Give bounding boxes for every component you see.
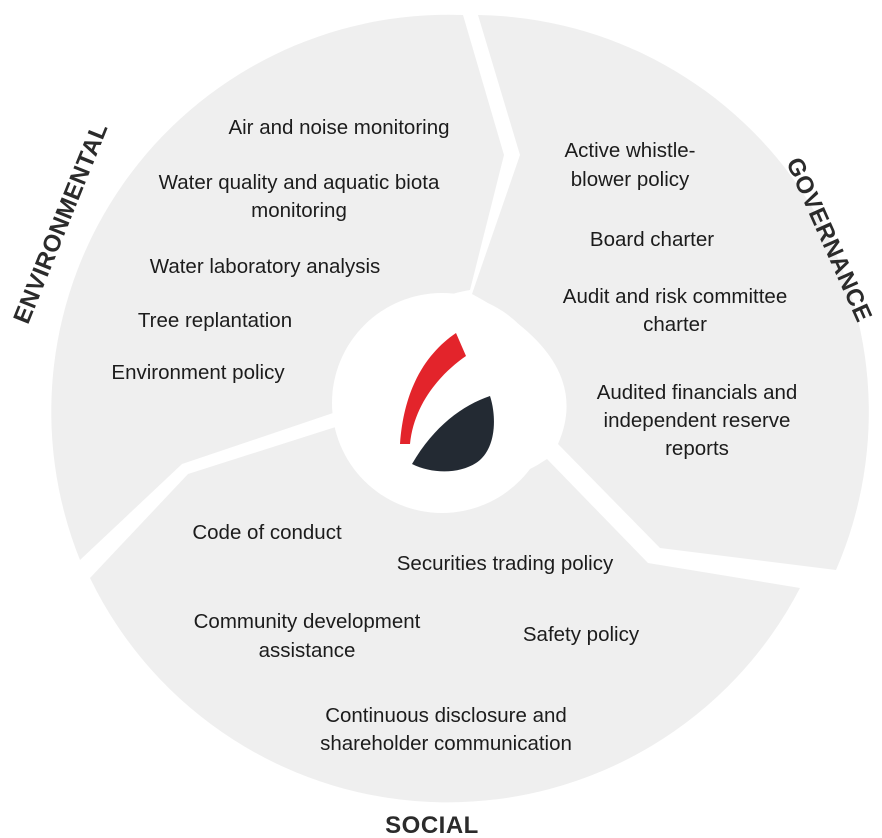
soc-item-community-line1: Community development [194,610,421,633]
logo-red-flame [400,333,466,444]
env-item-water-lab: Water laboratory analysis [150,255,381,278]
gov-item-audit-line2: charter [643,313,707,336]
flame-drop-logo-icon [400,333,494,472]
gov-item-financials-line1: Audited financials and [597,381,798,404]
environmental-segment [51,14,504,561]
governance-segment [472,15,869,570]
env-item-water-quality-line2: monitoring [251,199,347,222]
soc-item-securities: Securities trading policy [397,552,614,575]
soc-item-community-line2: assistance [259,639,356,662]
gov-item-board: Board charter [590,228,714,251]
gov-item-financials-line2: independent reserve [604,409,791,432]
soc-item-disclosure-line1: Continuous disclosure and [325,704,567,727]
env-item-water-quality-line1: Water quality and aquatic biota [159,171,440,194]
env-item-air-noise: Air and noise monitoring [228,116,449,139]
env-item-env-policy: Environment policy [111,361,285,384]
center-circle [332,293,552,513]
logo-dark-drop [412,396,494,472]
soc-item-safety: Safety policy [523,623,640,646]
env-item-tree: Tree replantation [138,309,292,332]
gov-item-audit-line1: Audit and risk committee [563,285,787,308]
gov-item-whistle-line1: Active whistle- [564,139,695,162]
gov-item-whistle-line2: blower policy [571,168,690,191]
soc-item-code: Code of conduct [192,521,342,544]
gov-item-financials-line3: reports [665,437,729,460]
social-segment [90,424,800,803]
soc-item-disclosure-line2: shareholder communication [320,732,572,755]
social-heading: SOCIAL [385,812,479,838]
